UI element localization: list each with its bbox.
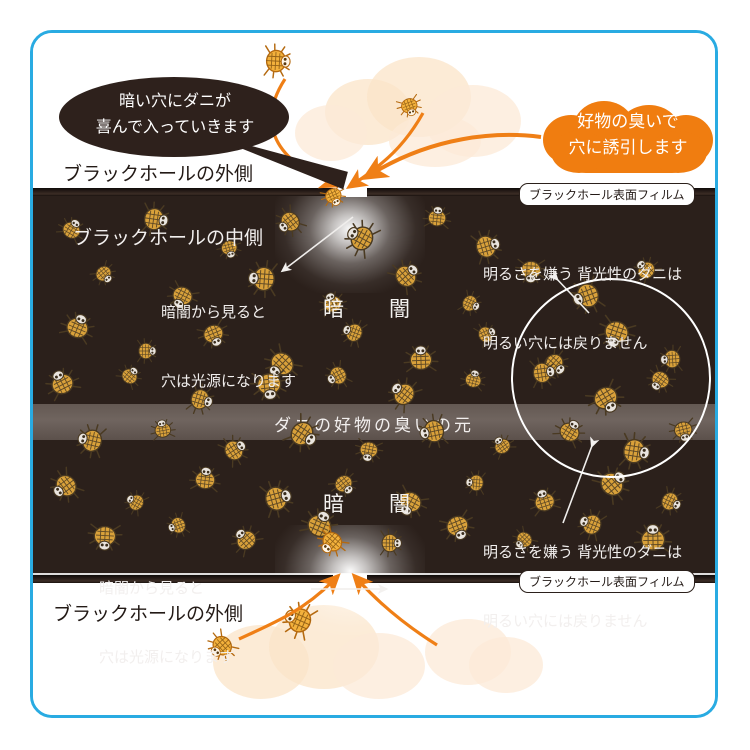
surface-film-bottom [33,573,715,583]
annotation-photophobic-top: 明るさを嫌う 背光性のダニは 明るい穴には戻りません [483,217,682,401]
zone-label-inside: ブラックホールの中側 [73,228,264,249]
annotation-light-source-top-line1: 暗闇から見ると [161,304,267,321]
speech-bubble-text: 暗い穴にダニが 喜んで入っていきます [69,89,281,141]
annotation-photophobic-bottom-line1: 明るさを嫌う 背光性のダニは [483,544,683,561]
speech-bubble-line1: 暗い穴にダニが [118,93,231,110]
annotation-photophobic-bottom: 明るさを嫌う 背光性のダニは 明るい穴には戻りません [483,495,682,679]
annotation-light-source-top-line2: 穴は光源になります [161,373,297,390]
speech-bubble-line2: 喜んで入っていきます [95,119,255,136]
scent-cloud-icon [389,115,481,167]
film-label-top: ブラックホール表面フィルム [519,183,695,206]
scent-cloud-icon [469,637,543,693]
annotation-light-source-bottom: 暗闇から見ると 穴は光源になります [99,531,234,715]
infographic-canvas: ダニの好物の臭いの元 [33,33,715,715]
film-label-bottom: ブラックホール表面フィルム [519,570,695,593]
attraction-callout-text: 好物の臭いで 穴に誘引します [543,109,713,161]
scent-cloud-icon [295,105,367,161]
photophobic-highlight-circle [511,278,711,478]
hole-opening-top [333,187,367,197]
attraction-callout [543,101,713,173]
annotation-photophobic-top-line1: 明るさを嫌う 背光性のダニは [483,266,683,283]
scent-cloud-icon [333,633,425,699]
zone-label-outside-top: ブラックホールの外側 [63,164,254,185]
attraction-callout-line1: 好物の臭いで [577,112,679,131]
annotation-photophobic-bottom-line2: 明るい穴には戻りません [483,613,648,630]
speech-bubble [59,77,289,157]
surface-film-top [33,186,715,196]
annotation-photophobic-top-line2: 明るい穴には戻りません [483,335,648,352]
hole-opening-bottom [333,574,367,584]
darkness-label-lower: 暗 闇 [323,493,422,516]
annotation-light-source-bottom-line1: 暗闇から見ると [99,580,205,597]
attraction-callout-line2: 穴に誘引します [568,138,688,157]
darkness-label-upper: 暗 闇 [323,298,422,321]
annotation-light-source-bottom-line2: 穴は光源になります [99,649,235,666]
zone-label-outside-bottom: ブラックホールの外側 [53,604,244,625]
annotation-light-source-top: 暗闇から見ると 穴は光源になります [161,255,296,439]
